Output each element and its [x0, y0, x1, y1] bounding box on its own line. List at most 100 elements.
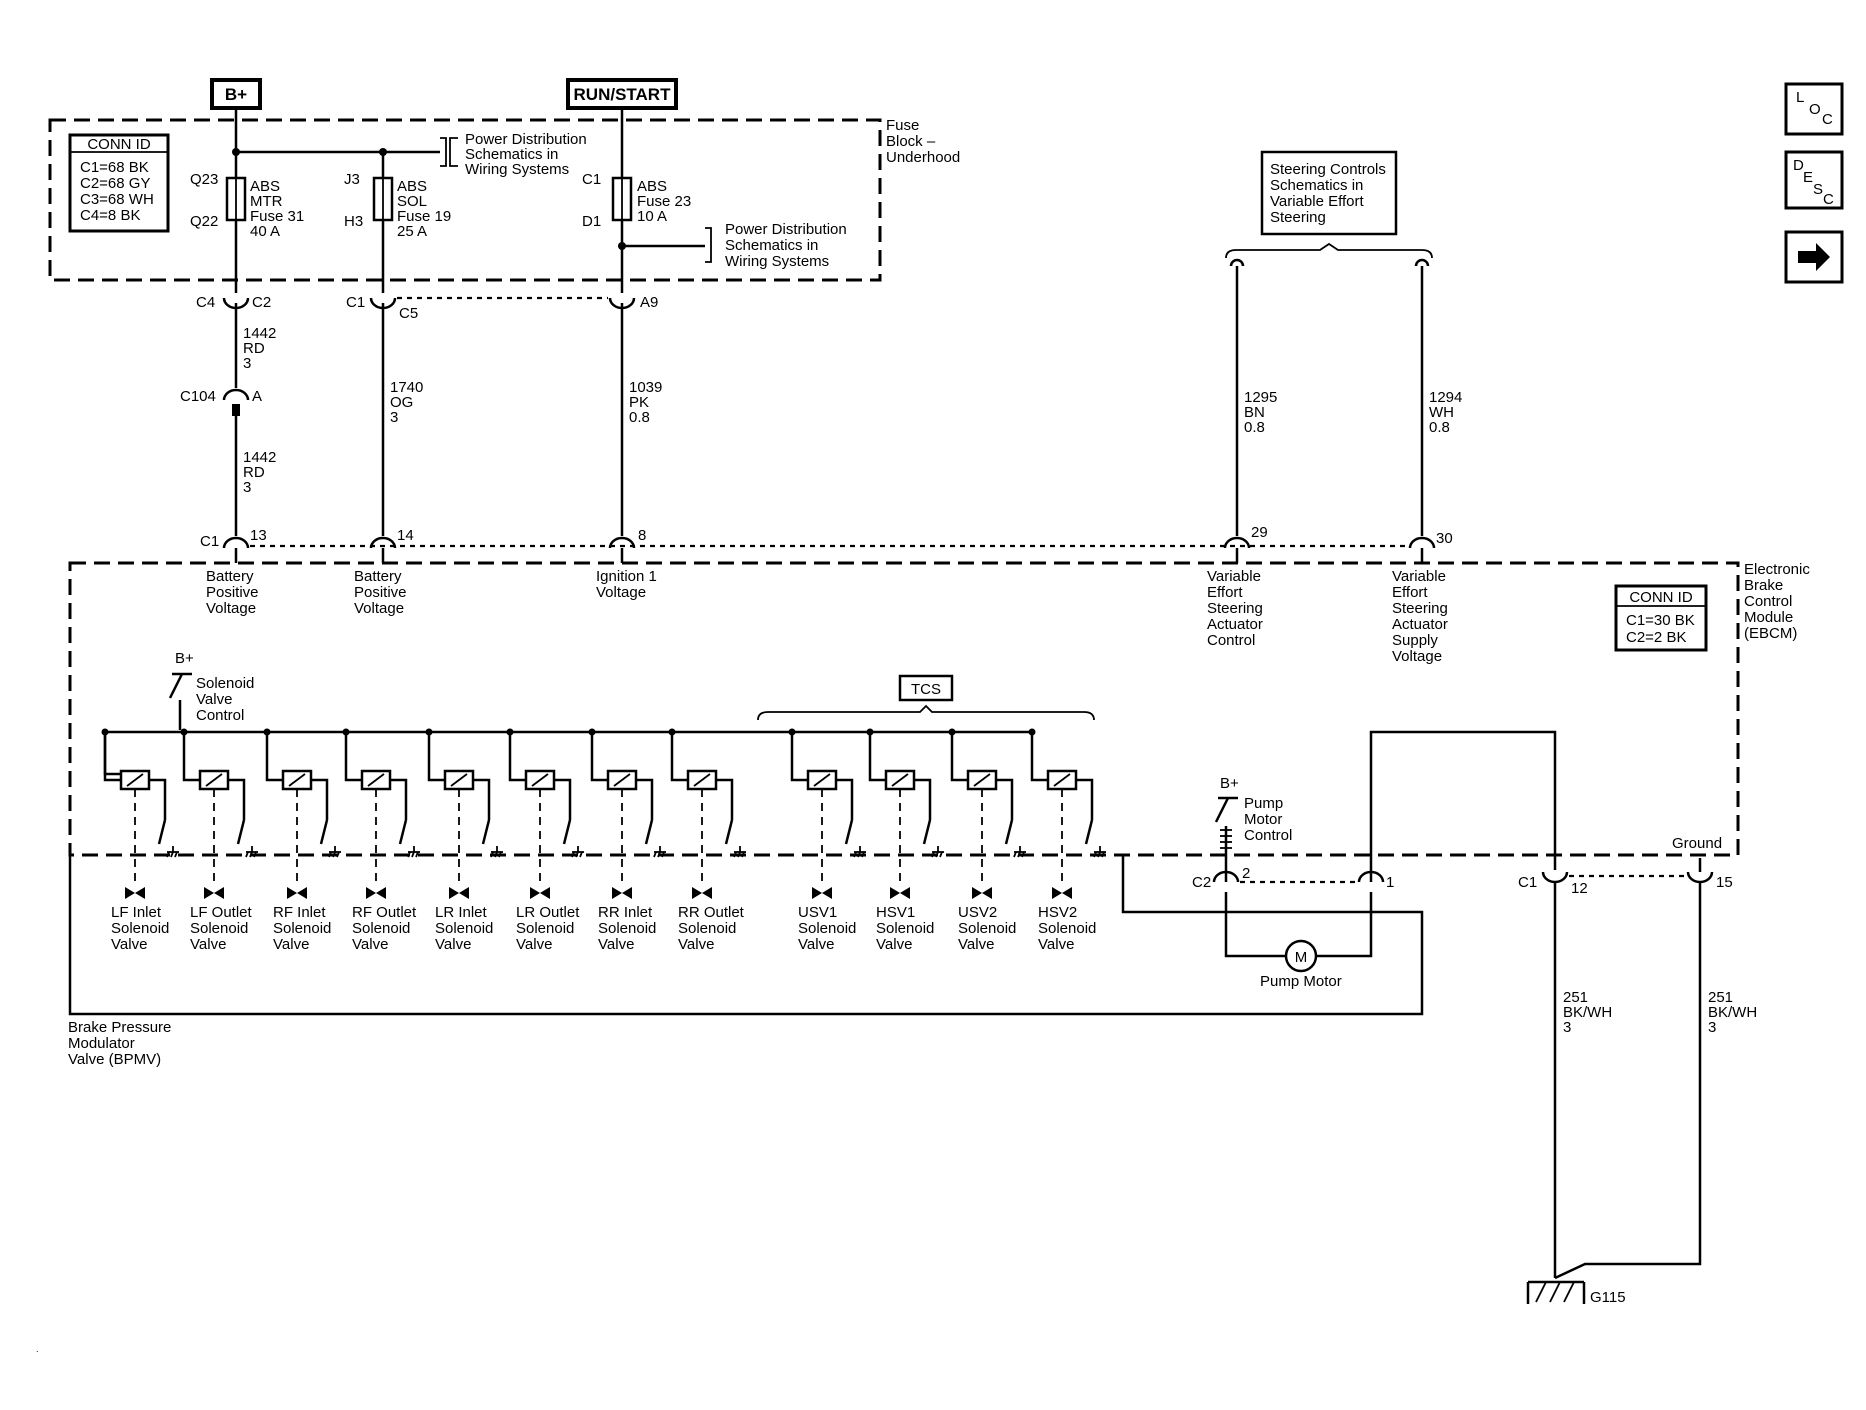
svg-text:10 A: 10 A	[637, 208, 667, 225]
svg-text:Control: Control	[1744, 593, 1792, 610]
valve-label: Solenoid	[598, 920, 656, 937]
svg-text:C1: C1	[346, 294, 365, 311]
ebcm-label: Electronic Brake Control Module (EBCM)	[1744, 561, 1810, 642]
bpmv-outline: Brake Pressure Modulator Valve (BPMV)	[68, 855, 1424, 1068]
svg-text:Block –: Block –	[886, 133, 936, 150]
valve-label: Valve	[190, 936, 226, 953]
valve-label: USV2	[958, 904, 997, 921]
run-start-source: RUN/START	[566, 78, 678, 110]
ebcm-ground-loop: Ground	[1369, 730, 1722, 874]
valve-label: RF Inlet	[273, 904, 326, 921]
svg-text:1295: 1295	[1244, 389, 1277, 406]
svg-text:CONN ID: CONN ID	[1629, 589, 1693, 606]
svg-text:Schematics in: Schematics in	[1270, 177, 1363, 194]
svg-text:Voltage: Voltage	[596, 584, 646, 601]
svg-text:C3=68 WH: C3=68 WH	[80, 191, 154, 208]
svg-text:2: 2	[1242, 865, 1250, 882]
fuse-block-conn-id: CONN ID C1=68 BK C2=68 GY C3=68 WH C4=8 …	[68, 133, 170, 233]
valve-label: Valve	[798, 936, 834, 953]
svg-text:C104: C104	[180, 388, 216, 405]
ground-wires: 251 BK/WH 3 251 BK/WH 3	[1553, 882, 1757, 1280]
svg-text:Motor: Motor	[1244, 811, 1282, 828]
svg-text:Actuator: Actuator	[1392, 616, 1448, 633]
valve-label: Solenoid	[1038, 920, 1096, 937]
loc-button[interactable]: L O C	[1784, 82, 1844, 136]
svg-text:Wiring Systems: Wiring Systems	[725, 253, 829, 270]
svg-text:Steering: Steering	[1392, 600, 1448, 617]
svg-text:MTR: MTR	[250, 193, 283, 210]
svg-text:Variable: Variable	[1392, 568, 1446, 585]
connector-c1-ground: C1 12 15	[1518, 858, 1733, 897]
svg-text:Modulator: Modulator	[68, 1035, 135, 1052]
svg-text:D: D	[1793, 157, 1804, 174]
svg-text:Control: Control	[196, 707, 244, 724]
svg-text:Voltage: Voltage	[354, 600, 404, 617]
svg-text:ABS: ABS	[397, 178, 427, 195]
valve-label: Solenoid	[190, 920, 248, 937]
ref-steering-controls[interactable]: Steering Controls Schematics in Variable…	[1225, 150, 1433, 267]
svg-text:C2=68 GY: C2=68 GY	[80, 175, 150, 192]
inline-connector-c104: C104 A	[180, 388, 262, 416]
svg-text:Solenoid: Solenoid	[196, 675, 254, 692]
fuse-block-bus	[232, 108, 624, 178]
svg-text:C2=2 BK: C2=2 BK	[1626, 629, 1686, 646]
next-page-button[interactable]	[1784, 230, 1844, 284]
valve-label: HSV2	[1038, 904, 1077, 921]
svg-text:Steering: Steering	[1207, 600, 1263, 617]
desc-button[interactable]: D E S C	[1784, 150, 1844, 210]
valve-label: Solenoid	[876, 920, 934, 937]
svg-text:B+: B+	[225, 85, 247, 104]
svg-text:1039: 1039	[629, 379, 662, 396]
svg-text:C1=30 BK: C1=30 BK	[1626, 612, 1695, 629]
svg-text:Q23: Q23	[190, 171, 218, 188]
valve-label: Valve	[273, 936, 309, 953]
ref-power-distribution-bottom[interactable]: Power Distribution Schematics in Wiring …	[618, 221, 847, 270]
svg-text:A: A	[252, 388, 262, 405]
svg-text:Wiring Systems: Wiring Systems	[465, 161, 569, 178]
wire-1442-b: 1442 RD 3	[243, 449, 276, 496]
svg-text:0.8: 0.8	[1244, 419, 1265, 436]
svg-text:(EBCM): (EBCM)	[1744, 625, 1797, 642]
valve-label: LF Inlet	[111, 904, 162, 921]
svg-text:3: 3	[1563, 1019, 1571, 1036]
ebcm-outline	[68, 561, 1740, 857]
svg-text:H3: H3	[344, 213, 363, 230]
solenoid-channel-5	[425, 728, 503, 887]
valve-label: Solenoid	[435, 920, 493, 937]
svg-text:E: E	[1803, 169, 1813, 186]
svg-text:TCS: TCS	[911, 681, 941, 698]
valve-label: Valve	[1038, 936, 1074, 953]
svg-text:WH: WH	[1429, 404, 1454, 421]
valve-label: Valve	[352, 936, 388, 953]
svg-text:ABS: ABS	[250, 178, 280, 195]
svg-text:29: 29	[1251, 524, 1268, 541]
fuse-31: Q23 Q22 ABS MTR Fuse 31 40 A	[190, 171, 304, 240]
ebcm-c1-pins: C1 13 14 8 29 30	[200, 524, 1453, 563]
svg-text:0.8: 0.8	[629, 409, 650, 426]
wire-1294: 1294 WH 0.8	[1429, 389, 1462, 436]
svg-text:C1: C1	[1518, 874, 1537, 891]
svg-text:0.8: 0.8	[1429, 419, 1450, 436]
svg-text:1442: 1442	[243, 449, 276, 466]
svg-text:Power Distribution: Power Distribution	[465, 131, 587, 148]
pin-label-steering-supply: Variable Effort Steering Actuator Supply…	[1392, 568, 1448, 665]
solenoid-channel-10	[866, 728, 944, 887]
svg-text:251: 251	[1563, 989, 1588, 1006]
valve-label: Valve	[598, 936, 634, 953]
valve-label: Valve	[958, 936, 994, 953]
ref-power-distribution-top[interactable]: Power Distribution Schematics in Wiring …	[449, 131, 587, 178]
svg-text:Underhood: Underhood	[886, 149, 960, 166]
valve-label: Valve	[678, 936, 714, 953]
bplus-source: B+	[210, 78, 262, 110]
valve-label: RR Inlet	[598, 904, 653, 921]
svg-text:1: 1	[1386, 874, 1394, 891]
svg-text:Steering: Steering	[1270, 209, 1326, 226]
svg-text:1294: 1294	[1429, 389, 1462, 406]
svg-text:OG: OG	[390, 394, 413, 411]
